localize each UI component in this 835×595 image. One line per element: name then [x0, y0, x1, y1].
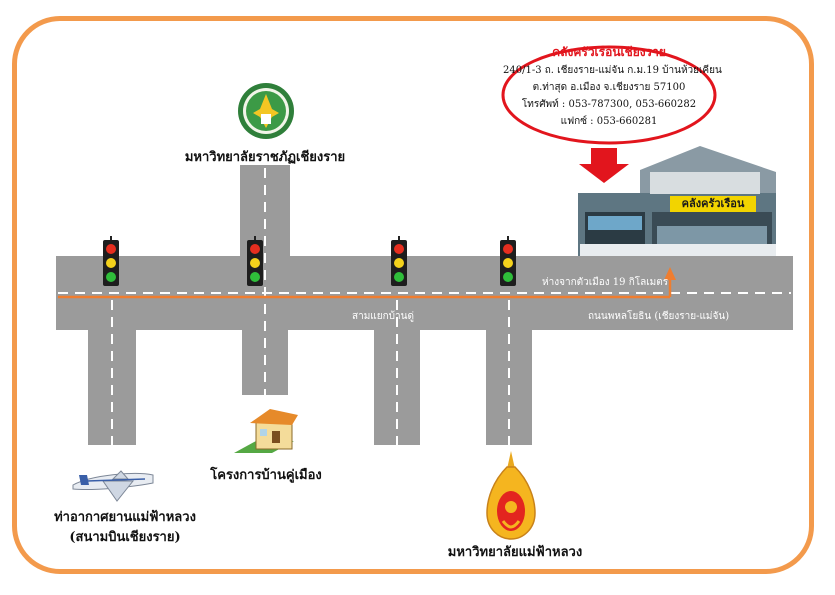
lane-markings: [58, 168, 791, 445]
store-address-line1: 240/1-3 ถ. เชียงราย-แม่จัน ก.ม.19 บ้านห้…: [503, 65, 722, 76]
route-line: [58, 267, 676, 299]
landmark-crru-label: มหาวิทยาลัยราชภัฏเชียงราย: [184, 150, 346, 165]
store-title: คลังครัวเรือนเชียงราย: [552, 45, 666, 59]
landmark-housing-label: โครงการบ้านคู่เมือง: [210, 468, 322, 483]
down-arrow-icon: [579, 148, 629, 183]
junction-label: สามแยกบ้านดู่: [352, 311, 414, 322]
route-arrow-head: [664, 267, 676, 280]
landmark-airport-label: ท่าอากาศยานแม่ฟ้าหลวง (สนามบินเชียงราย): [40, 508, 210, 548]
landmark-airport-line1: ท่าอากาศยานแม่ฟ้าหลวง: [54, 510, 196, 525]
store-callout: [501, 45, 717, 145]
distance-label: ห่างจากตัวเมือง 19 กิโลเมตร: [542, 277, 669, 288]
landmark-airport-line2: (สนามบินเชียงราย): [69, 530, 181, 545]
store-address-line2: ต.ท่าสุด อ.เมือง จ.เชียงราย 57100: [532, 82, 686, 93]
store-building-icon: [578, 146, 776, 256]
highway-label: ถนนพหลโยธิน (เชียงราย-แม่จัน): [588, 311, 730, 322]
crru-seal-icon: [238, 83, 294, 139]
store-sign: คลังครัวเรือน: [681, 197, 745, 210]
traffic-light-icon: [247, 236, 263, 286]
traffic-light-icon: [391, 236, 407, 286]
house-icon: [234, 409, 298, 453]
mfu-seal-icon: [486, 451, 536, 540]
store-phone: โทรศัพท์ : 053-787300, 053-660282: [521, 99, 697, 110]
traffic-light-icon: [500, 236, 516, 286]
store-info: คลังครัวเรือนเชียงราย 240/1-3 ถ. เชียงรา…: [503, 42, 722, 130]
airplane-icon: [72, 470, 154, 502]
traffic-light-icon: [103, 236, 119, 286]
landmark-mfu-label: มหาวิทยาลัยแม่ฟ้าหลวง: [447, 545, 583, 560]
store-fax: แฟกซ์ : 053-660281: [560, 116, 658, 127]
